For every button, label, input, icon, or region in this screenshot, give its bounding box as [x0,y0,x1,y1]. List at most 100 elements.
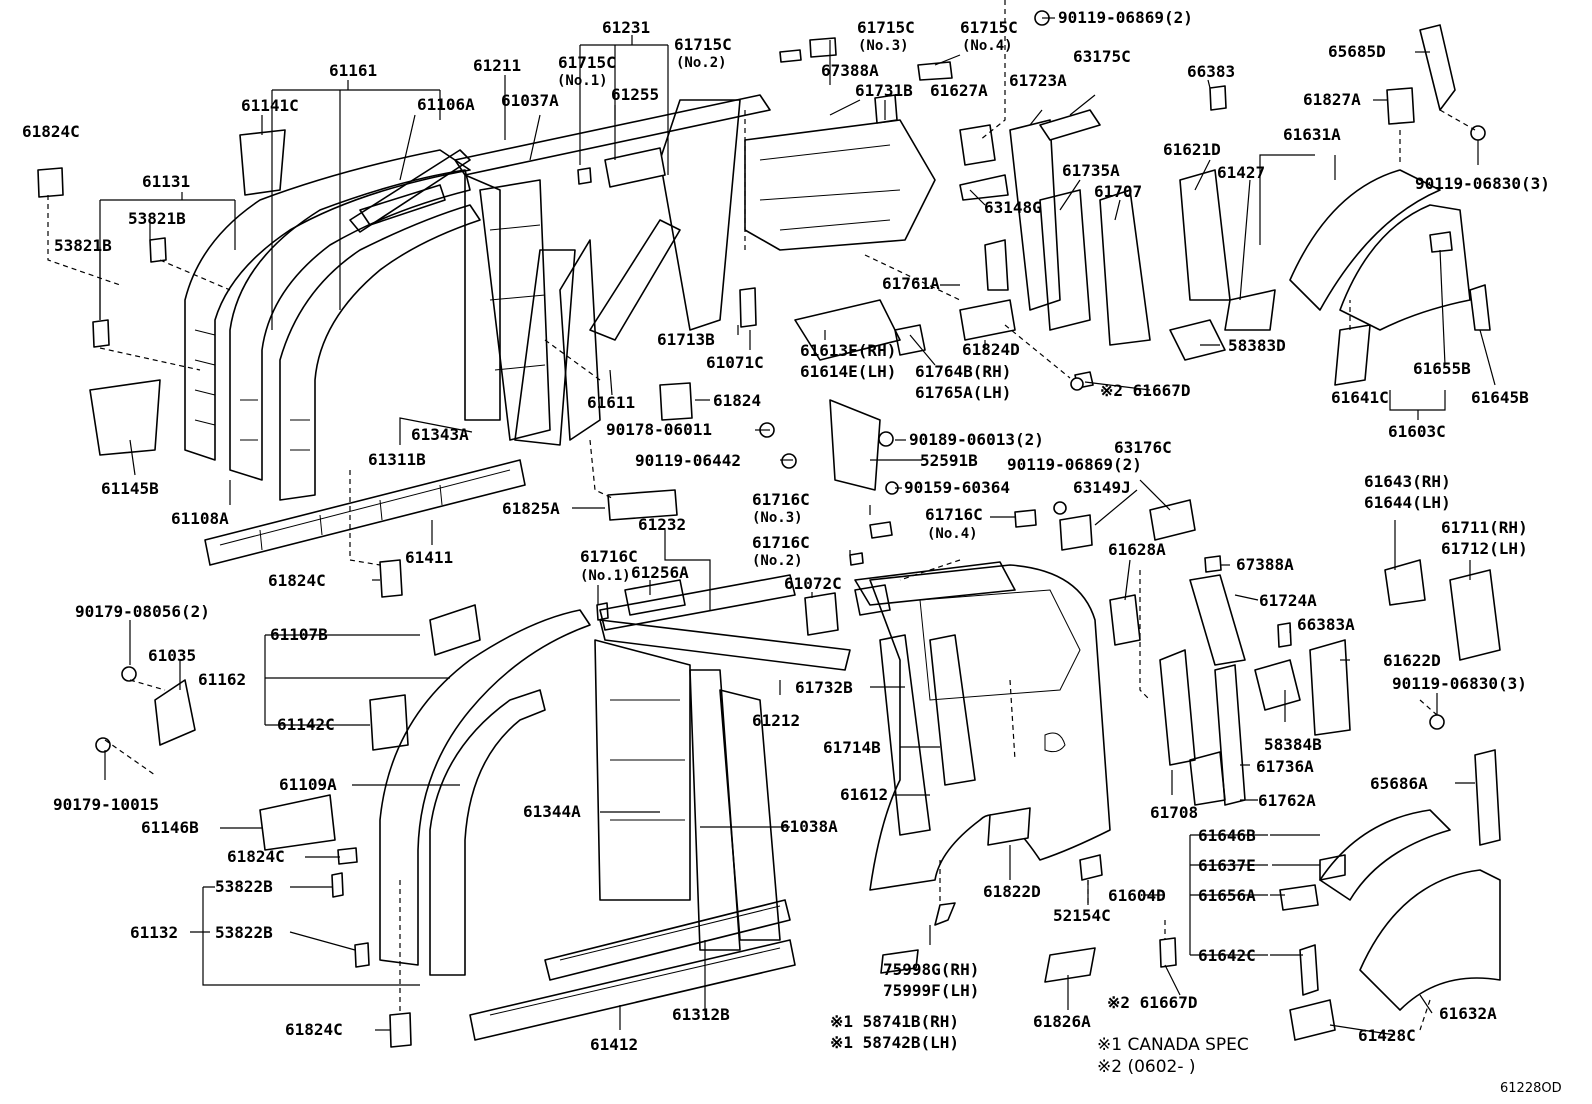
label-61656a: 61656A [1198,886,1256,905]
label-90119-06830-b: 90119-06830(3) [1392,674,1527,693]
label-61631a: 61631A [1283,125,1341,144]
label-61822d: 61822D [983,882,1041,901]
label-63148g: 63148G [984,198,1042,217]
label-66383: 66383 [1187,62,1235,81]
label-61707: 61707 [1094,182,1142,201]
label-61107b: 61107B [270,625,328,644]
label-61106a: 61106A [417,95,475,114]
label-61644: 61644(LH) [1364,493,1451,512]
label-63176c: 63176C [1114,438,1172,457]
front-body-side-panel-upper [184,94,771,501]
label-61427: 61427 [1217,163,1265,182]
label-67388a-b: 67388A [1236,555,1294,574]
part-labels: 61161 61211 61231 61715C (No.1) 61715C (… [22,8,1550,1054]
label-61762a: 61762A [1258,791,1316,810]
label-61824c-c: 61824C [227,847,285,866]
label-90178-06011: 90178-06011 [606,420,712,439]
label-61637e: 61637E [1198,856,1256,875]
label-75998g: 75998G(RH) [883,960,979,979]
label-61716c-no3-sub: (No.3) [752,510,803,526]
label-61145b: 61145B [101,479,159,498]
label-61161: 61161 [329,61,377,80]
label-63149j: 63149J [1073,478,1131,497]
label-67388a-a: 67388A [821,61,879,80]
label-61132: 61132 [130,923,178,942]
label-61628a: 61628A [1108,540,1166,559]
label-61037a: 61037A [501,91,559,110]
label-61035: 61035 [148,646,196,665]
label-61724a: 61724A [1259,591,1317,610]
label-61824c-d: 61824C [285,1020,343,1039]
label-61764b: 61764B(RH) [915,362,1011,381]
label-61613e: 61613E(RH) [800,341,896,360]
label-61655b: 61655B [1413,359,1471,378]
label-61731b: 61731B [855,81,913,100]
label-61716c-no1: 61716C [580,547,638,566]
label-61614e: 61614E(LH) [800,362,896,381]
label-61715c-no1-sub: (No.1) [557,73,608,89]
diagram-id: 61228OD [1500,1081,1562,1096]
label-61825a: 61825A [502,499,560,518]
label-61667d-a: ※2 61667D [1100,381,1190,400]
legend-notes: ※1 CANADA SPEC ※2 (0602- ) [1097,1035,1249,1077]
label-61411: 61411 [405,548,453,567]
label-61256a: 61256A [631,563,689,582]
label-61643: 61643(RH) [1364,472,1451,491]
label-61716c-no4: 61716C [925,505,983,524]
label-61621d: 61621D [1163,140,1221,159]
label-61072c: 61072C [784,574,842,593]
label-61716c-no2-sub: (No.2) [752,553,803,569]
label-61715c-no4-sub: (No.4) [962,38,1013,54]
label-61736a: 61736A [1256,757,1314,776]
label-61716c-no4-sub: (No.4) [927,526,978,542]
label-61715c-no2-sub: (No.2) [676,55,727,71]
label-61162: 61162 [198,670,246,689]
label-61824c-a: 61824C [22,122,80,141]
label-61826a: 61826A [1033,1012,1091,1031]
label-61212: 61212 [752,711,800,730]
leader-lines [99,17,1496,1036]
label-61824d: 61824D [962,340,1020,359]
label-61716c-no3: 61716C [752,490,810,509]
label-58383d: 58383D [1228,336,1286,355]
label-90159-60364: 90159-60364 [904,478,1010,497]
label-53821b-a: 53821B [128,209,186,228]
label-61715c-no2: 61715C [674,35,732,54]
label-61071c: 61071C [706,353,764,372]
small-brackets-top [37,37,953,598]
label-90179-10015: 90179-10015 [53,795,159,814]
label-61713b: 61713B [657,330,715,349]
label-61428c: 61428C [1358,1026,1416,1045]
label-65685d: 65685D [1328,42,1386,61]
label-52591b: 52591B [920,451,978,470]
label-61142c: 61142C [277,715,335,734]
label-61131: 61131 [142,172,190,191]
label-61109a: 61109A [279,775,337,794]
label-61232: 61232 [638,515,686,534]
dashed-assembly-lines [47,0,1476,1031]
label-75999f: 75999F(LH) [883,981,979,1000]
label-61712: 61712(LH) [1441,539,1528,558]
note-canada-spec: ※1 CANADA SPEC [1097,1035,1249,1055]
label-61146b: 61146B [141,818,199,837]
front-inner-pillar [514,99,741,446]
label-61708: 61708 [1150,803,1198,822]
label-61603c: 61603C [1388,422,1446,441]
label-52154c: 52154C [1053,906,1111,925]
label-61642c: 61642C [1198,946,1256,965]
label-61732b: 61732B [795,678,853,697]
label-61641c: 61641C [1331,388,1389,407]
label-61761a: 61761A [882,274,940,293]
label-61632a: 61632A [1439,1004,1497,1023]
label-61344a: 61344A [523,802,581,821]
rear-body-upper [744,24,1491,491]
label-61827a: 61827A [1303,90,1361,109]
label-61312b: 61312B [672,1005,730,1024]
label-61646b: 61646B [1198,826,1256,845]
label-61715c-no3: 61715C [857,18,915,37]
label-53821b-b: 53821B [54,236,112,255]
label-61612: 61612 [840,785,888,804]
label-61108a: 61108A [171,509,229,528]
label-65686a: 65686A [1370,774,1428,793]
